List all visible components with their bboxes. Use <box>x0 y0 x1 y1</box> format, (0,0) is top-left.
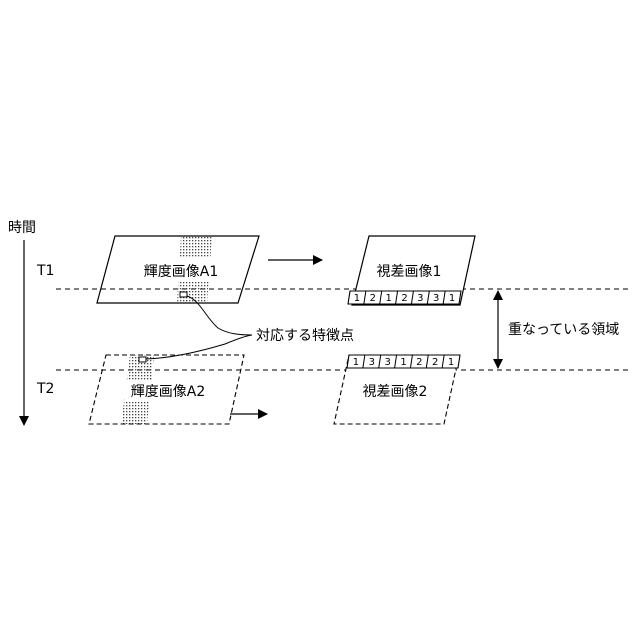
disparity-cell-value: 2 <box>432 357 438 368</box>
luminance-image-a2-label: 輝度画像A2 <box>131 384 205 400</box>
disparity-image-1: 視差画像1 1212331 <box>348 236 475 305</box>
disparity-image-1-label: 視差画像1 <box>377 264 442 280</box>
disparity-cell-value: 3 <box>369 357 375 368</box>
disparity-cell-value: 2 <box>401 293 407 304</box>
disparity-cell-value: 1 <box>449 293 455 304</box>
disparity-row-1: 1212331 <box>348 291 461 304</box>
t2-label: T2 <box>36 381 54 397</box>
feature-connector-upper <box>187 296 252 335</box>
disparity-cell-value: 1 <box>400 357 406 368</box>
disparity-cell-value: 2 <box>370 293 376 304</box>
disparity-cell-value: 2 <box>416 357 422 368</box>
feature-point-a1 <box>180 292 187 297</box>
feature-point-label: 対応する特徴点 <box>256 328 354 344</box>
t1-label: T1 <box>36 263 54 279</box>
disparity-cell-value: 1 <box>354 293 360 304</box>
disparity-cell-value: 1 <box>385 293 391 304</box>
time-axis-label: 時間 <box>8 220 36 236</box>
disparity-image-2-label: 視差画像2 <box>363 384 428 400</box>
luminance-image-a1-label: 輝度画像A1 <box>144 264 218 280</box>
disparity-cell-value: 3 <box>384 357 390 368</box>
disparity-cell-value: 3 <box>417 293 423 304</box>
disparity-row-2: 1331221 <box>347 355 460 368</box>
feature-point-a2 <box>139 357 146 362</box>
luminance-image-a2: 輝度画像A2 <box>89 355 244 424</box>
disparity-cell-value: 3 <box>433 293 439 304</box>
disparity-image-2: 1331221 視差画像2 <box>334 355 460 424</box>
disparity-cell-value: 1 <box>448 357 454 368</box>
luminance-image-a1: 輝度画像A1 <box>97 236 259 303</box>
disparity-cell-value: 1 <box>353 357 359 368</box>
overlap-region-label: 重なっている領域 <box>508 321 619 338</box>
